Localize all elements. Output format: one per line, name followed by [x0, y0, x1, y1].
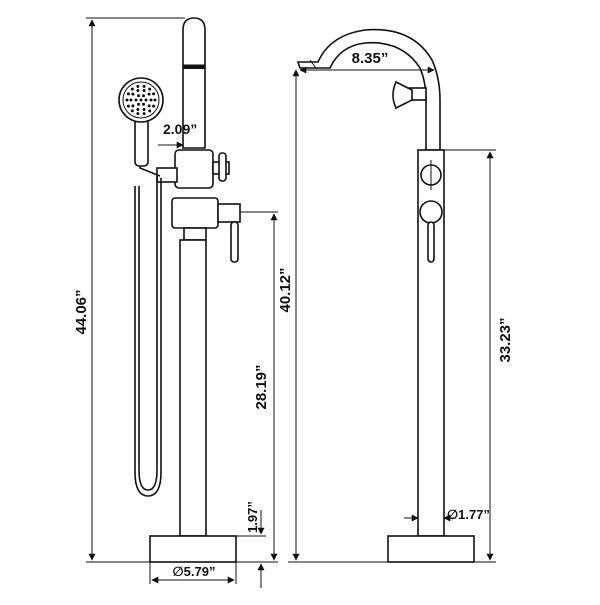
- nozzle-dot: [125, 98, 129, 102]
- valve-lever: [230, 221, 239, 263]
- nozzle-dot: [142, 102, 145, 106]
- top-wand: [182, 17, 206, 149]
- label-spout-height: 28.19”: [253, 364, 270, 409]
- label-valve-height: 33.23”: [497, 317, 514, 362]
- nozzle-dot: [142, 108, 146, 111]
- wand-band-fill: [183, 65, 205, 69]
- nozzle-dot: [152, 104, 156, 108]
- mixing-valve-body: [171, 197, 219, 229]
- nozzle-dot: [130, 109, 134, 113]
- nozzle-dot: [126, 92, 130, 96]
- nozzle-dot: [130, 87, 134, 91]
- label-base-height: 1.97”: [245, 501, 260, 533]
- nozzle-dot: [147, 92, 151, 96]
- nozzle-dot: [134, 98, 138, 102]
- side-shower-head: [392, 80, 413, 110]
- shower-nozzles: [125, 84, 157, 116]
- nozzle-dot: [142, 84, 146, 88]
- label-base-diameter: ∅5.79”: [173, 564, 216, 579]
- nozzle-dot: [142, 89, 146, 92]
- nozzle-dot: [144, 98, 148, 102]
- nozzle-dot: [136, 84, 140, 88]
- nozzle-dot: [131, 92, 135, 96]
- diverter-body: [174, 149, 214, 189]
- nozzle-dot: [149, 98, 153, 102]
- nozzle-dot: [139, 98, 143, 102]
- floor-base: [149, 535, 237, 563]
- side-valve-lever: [427, 221, 435, 263]
- handshower-handle: [134, 117, 149, 167]
- nozzle-dot: [136, 89, 140, 92]
- diverter-knob: [218, 152, 227, 182]
- shower-hose-outer: [138, 176, 158, 491]
- nozzle-dot: [152, 92, 156, 96]
- hose-connector: [156, 167, 178, 183]
- nozzle-dot: [136, 112, 140, 116]
- side-view: 8.35” 40.12” 33.23” ∅1.77”: [277, 28, 514, 563]
- shower-hose-inner: [134, 178, 162, 497]
- label-pipe-diameter: ∅1.77”: [447, 507, 490, 522]
- nozzle-dot: [126, 104, 130, 108]
- nozzle-dot: [147, 104, 151, 108]
- nozzle-dot: [129, 98, 133, 102]
- label-spout-reach: 8.35”: [352, 50, 389, 67]
- label-total-height: 44.06”: [73, 289, 90, 334]
- label-handle-offset: 2.09”: [163, 121, 197, 137]
- nozzle-dot: [153, 98, 157, 102]
- valve-collar: [183, 227, 207, 241]
- label-overall-height: 40.12”: [277, 267, 294, 312]
- nozzle-dot: [142, 94, 145, 98]
- riser-pipe: [179, 239, 207, 537]
- front-view: 44.06” 2.09” 28.19” 1.97” ∅5.79”: [73, 17, 278, 588]
- nozzle-dot: [137, 94, 140, 98]
- valve-handle-base: [217, 203, 241, 223]
- nozzle-dot: [137, 102, 140, 106]
- side-floor-base: [387, 535, 475, 563]
- nozzle-dot: [142, 112, 146, 116]
- nozzle-dot: [148, 109, 152, 113]
- nozzle-dot: [131, 104, 135, 108]
- nozzle-dot: [148, 87, 152, 91]
- nozzle-dot: [136, 108, 140, 111]
- side-valve-knob: [419, 200, 443, 224]
- shower-face: [122, 81, 160, 119]
